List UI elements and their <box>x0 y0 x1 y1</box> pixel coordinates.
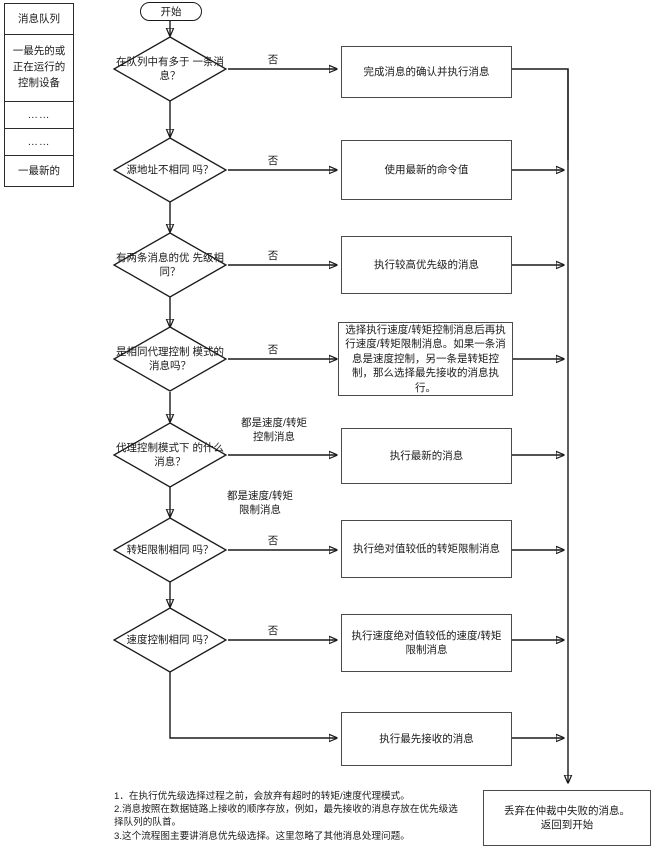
edge-label-no-4: 否 <box>267 344 279 356</box>
process-lower-speed-limit-label: 执行速度绝对值较低的速度/转矩限制消息 <box>351 630 502 656</box>
decision-source-address: 源地址不相同 吗？ <box>112 137 228 203</box>
process-execute-first-received-label: 执行最先接收的消息 <box>379 733 474 745</box>
edge-label-no-1: 否 <box>267 54 279 66</box>
footnotes: 1．在执行优先级选择过程之前，会放弃有超时的转矩/速度代理模式。 2.消息按照在… <box>114 790 464 843</box>
decision-same-priority: 有两条消息的优 先级相同？ <box>112 232 228 298</box>
process-speed-torque-order: 选择执行速度/转矩控制消息后再执行速度/转矩限制消息。如果一条消息是速度控制，另… <box>338 322 513 396</box>
edge-label-no-6: 否 <box>267 535 279 547</box>
edge-label-no-7: 否 <box>267 625 279 637</box>
end-discard-label: 丢弃在仲裁中失败的消息。 返回到开始 <box>504 805 630 831</box>
queue-row-ellipsis-2: …… <box>5 129 73 156</box>
decision-queue-count: 在队列中有多于 一条消息？ <box>112 36 228 102</box>
process-execute-higher-priority: 执行较高优先级的消息 <box>341 236 512 294</box>
footnote-1: 1．在执行优先级选择过程之前，会放弃有超时的转矩/速度代理模式。 <box>114 791 410 802</box>
decision-same-proxy-mode: 是相同代理控制 模式的消息吗？ <box>112 326 228 392</box>
footnote-2: 2.消息按照在数据链路上接收的顺序存放，例如，最先接收的消息存放在优先级选择队列… <box>114 804 458 829</box>
footnote-3: 3.这个流程图主要讲消息优先级选择。这里忽略了其他消息处理问题。 <box>114 830 410 842</box>
edge-label-speed-torque-limit: 都是速度/转矩 限制消息 <box>227 490 293 516</box>
process-use-latest-command: 使用最新的命令值 <box>341 140 512 200</box>
queue-row-newest: 一最新的 <box>18 165 60 177</box>
queue-table-header: 消息队列 <box>5 4 73 35</box>
edge-label-speed-torque-control: 都是速度/转矩 控制消息 <box>241 417 307 443</box>
process-lower-torque-limit: 执行绝对值较低的转矩限制消息 <box>341 520 512 578</box>
process-execute-higher-priority-label: 执行较高优先级的消息 <box>374 259 479 271</box>
start-label: 开始 <box>160 6 182 18</box>
process-speed-torque-order-label: 选择执行速度/转矩控制消息后再执行速度/转矩限制消息。如果一条消息是速度控制，另… <box>345 323 506 394</box>
decision-same-speed-control: 速度控制相同 吗？ <box>112 607 228 673</box>
process-execute-latest-label: 执行最新的消息 <box>389 450 464 462</box>
process-execute-first-received: 执行最先接收的消息 <box>341 712 512 766</box>
end-discard-box: 丢弃在仲裁中失败的消息。 返回到开始 <box>483 790 651 846</box>
edge-label-no-3: 否 <box>267 250 279 262</box>
process-lower-speed-limit: 执行速度绝对值较低的速度/转矩限制消息 <box>341 614 512 672</box>
edge-label-no-2: 否 <box>267 155 279 167</box>
process-lower-torque-limit-label: 执行绝对值较低的转矩限制消息 <box>353 543 500 555</box>
process-execute-latest: 执行最新的消息 <box>341 428 512 484</box>
decision-same-torque-limit: 转矩限制相同 吗？ <box>112 517 228 583</box>
queue-row-ellipsis-1: …… <box>5 102 73 129</box>
start-terminator: 开始 <box>140 2 202 21</box>
process-use-latest-command-label: 使用最新的命令值 <box>384 164 469 176</box>
message-queue-table: 消息队列 一最先的或 正在运行的 控制设备 …… …… 一最新的 <box>4 3 74 187</box>
process-confirm-and-execute: 完成消息的确认并执行消息 <box>341 46 512 98</box>
queue-row-oldest: 一最先的或 正在运行的 控制设备 <box>5 35 73 102</box>
decision-proxy-message-kind: 代理控制模式下 的什么消息？ <box>112 422 228 488</box>
process-confirm-and-execute-label: 完成消息的确认并执行消息 <box>363 66 490 78</box>
